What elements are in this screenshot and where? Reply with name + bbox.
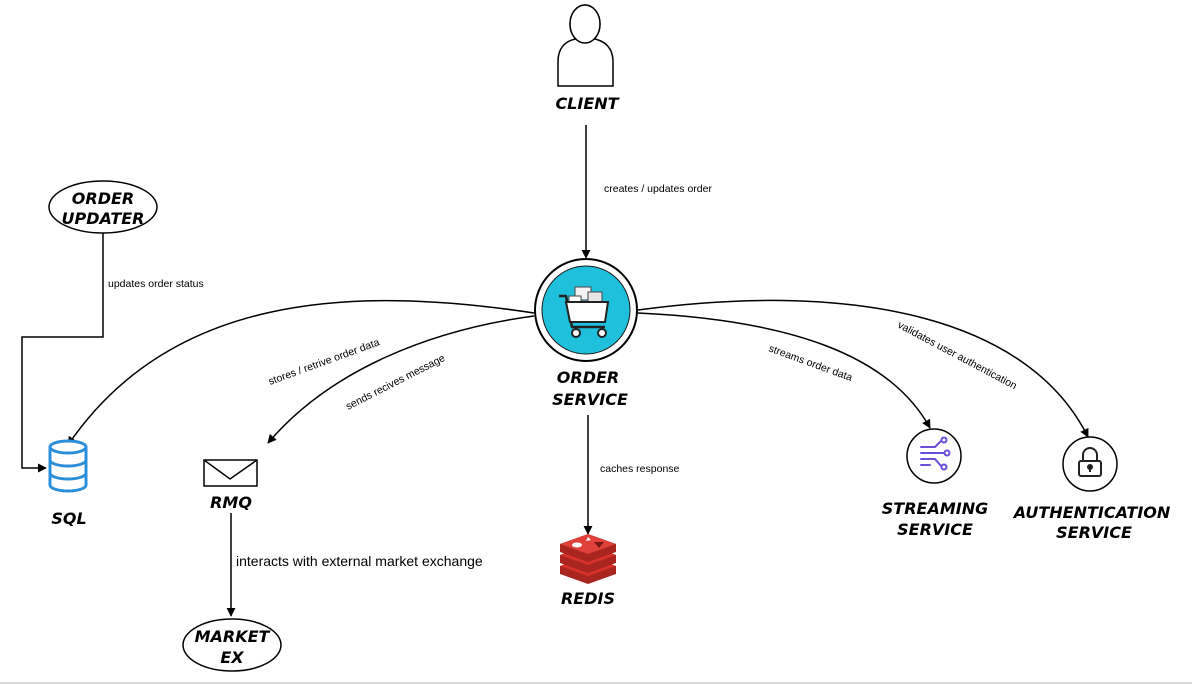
edge-label-order-to-sql: stores / retrive order data [267,336,381,387]
order-updater-label-line1: ORDER [72,189,134,208]
client-node[interactable]: CLIENT [555,4,620,113]
edge-order-to-rmq: sends recives message [267,315,535,444]
database-icon [48,439,88,493]
authentication-service-label-line2: SERVICE [1056,523,1132,542]
order-updater-node[interactable]: ORDER UPDATER [48,180,158,234]
edge-rmq-to-market: interacts with external market exchange [226,513,483,617]
lock-icon [1078,447,1102,477]
authentication-service-label-line1: AUTHENTICATION [1012,503,1171,522]
edge-label-rmq-to-market: interacts with external market exchange [236,553,483,569]
edge-order-to-auth: validates user authentication [637,299,1089,438]
edge-order-to-sql: stores / retrive order data [67,299,535,446]
order-service-label-line2: SERVICE [552,390,628,409]
edge-updater-to-sql: updates order status [21,230,204,473]
sql-label: SQL [51,509,86,528]
client-label: CLIENT [555,94,619,113]
shopping-cart-icon [541,265,631,355]
edge-label-order-to-rmq: sends recives message [344,352,447,413]
sql-node[interactable]: SQL [48,439,88,528]
redis-icon [560,534,616,584]
market-ex-label-line2: EX [220,648,244,667]
market-ex-node[interactable]: MARKET EX [182,618,282,672]
edge-label-order-to-auth: validates user authentication [896,319,1019,392]
streaming-service-node[interactable]: STREAMING SERVICE [882,428,988,539]
market-ex-ellipse [182,618,282,672]
streaming-icon [920,436,951,471]
edge-order-to-streaming: streams order data [637,312,931,429]
order-service-label-line1: ORDER [557,368,619,387]
order-service-node[interactable]: ORDER SERVICE [534,258,638,409]
order-updater-ellipse [48,180,158,234]
authentication-service-node[interactable]: AUTHENTICATION SERVICE [1012,436,1171,542]
rmq-label: RMQ [210,493,252,512]
edge-label-client-to-order: creates / updates order [604,183,712,195]
edge-client-to-order: creates / updates order [581,125,712,259]
edge-order-to-redis: caches response [583,415,680,535]
rmq-node[interactable]: RMQ [203,459,258,512]
person-icon [557,4,614,87]
bottom-divider [0,682,1192,684]
market-ex-label-line1: MARKET [195,627,271,646]
envelope-icon [203,459,258,487]
order-updater-label-line2: UPDATER [61,209,144,228]
streaming-service-label-line2: SERVICE [897,520,973,539]
redis-label: REDIS [561,589,615,608]
edge-label-updater-to-sql: updates order status [108,278,204,290]
streaming-service-label-line1: STREAMING [882,499,988,518]
edge-label-order-to-redis: caches response [600,463,680,475]
redis-node[interactable]: REDIS [560,534,616,608]
edge-label-order-to-streaming: streams order data [767,343,854,384]
